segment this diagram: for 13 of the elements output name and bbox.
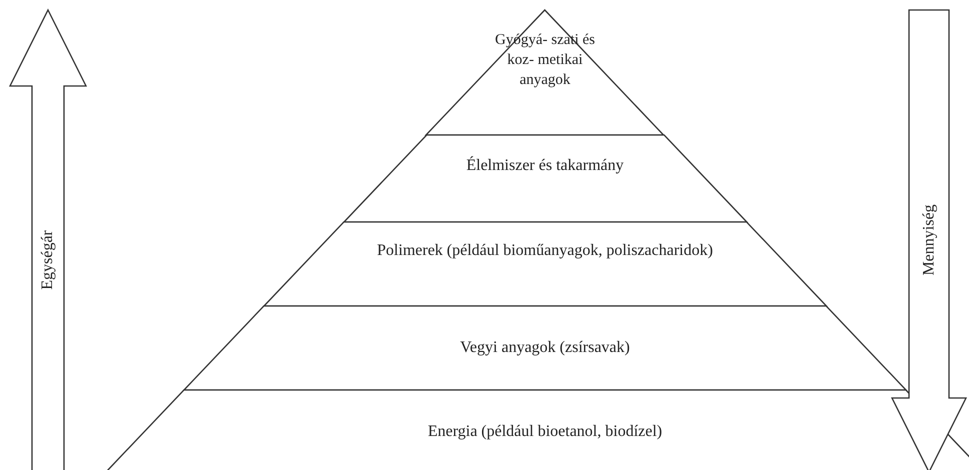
down-arrow-shape [892, 10, 966, 470]
tier-label: Vegyi anyagok (zsírsavak) [459, 338, 631, 358]
pyramid-tier [344, 135, 746, 222]
pyramid-tier [426, 10, 664, 135]
pyramid-tier [184, 306, 906, 390]
tier-label: Élelmiszer és takarmány [465, 155, 625, 176]
pyramid-tier [264, 222, 826, 306]
pyramid-tier [106, 390, 969, 470]
tier-label: Energia (például bioetanol, biodízel) [426, 422, 664, 442]
tier-label: Polimerek (például bioműanyagok, poliszacharidok) [376, 241, 714, 261]
axis-label: Mennyiség [920, 204, 938, 276]
up-arrow-shape [10, 10, 86, 470]
axis-label: Egységár [38, 230, 57, 290]
